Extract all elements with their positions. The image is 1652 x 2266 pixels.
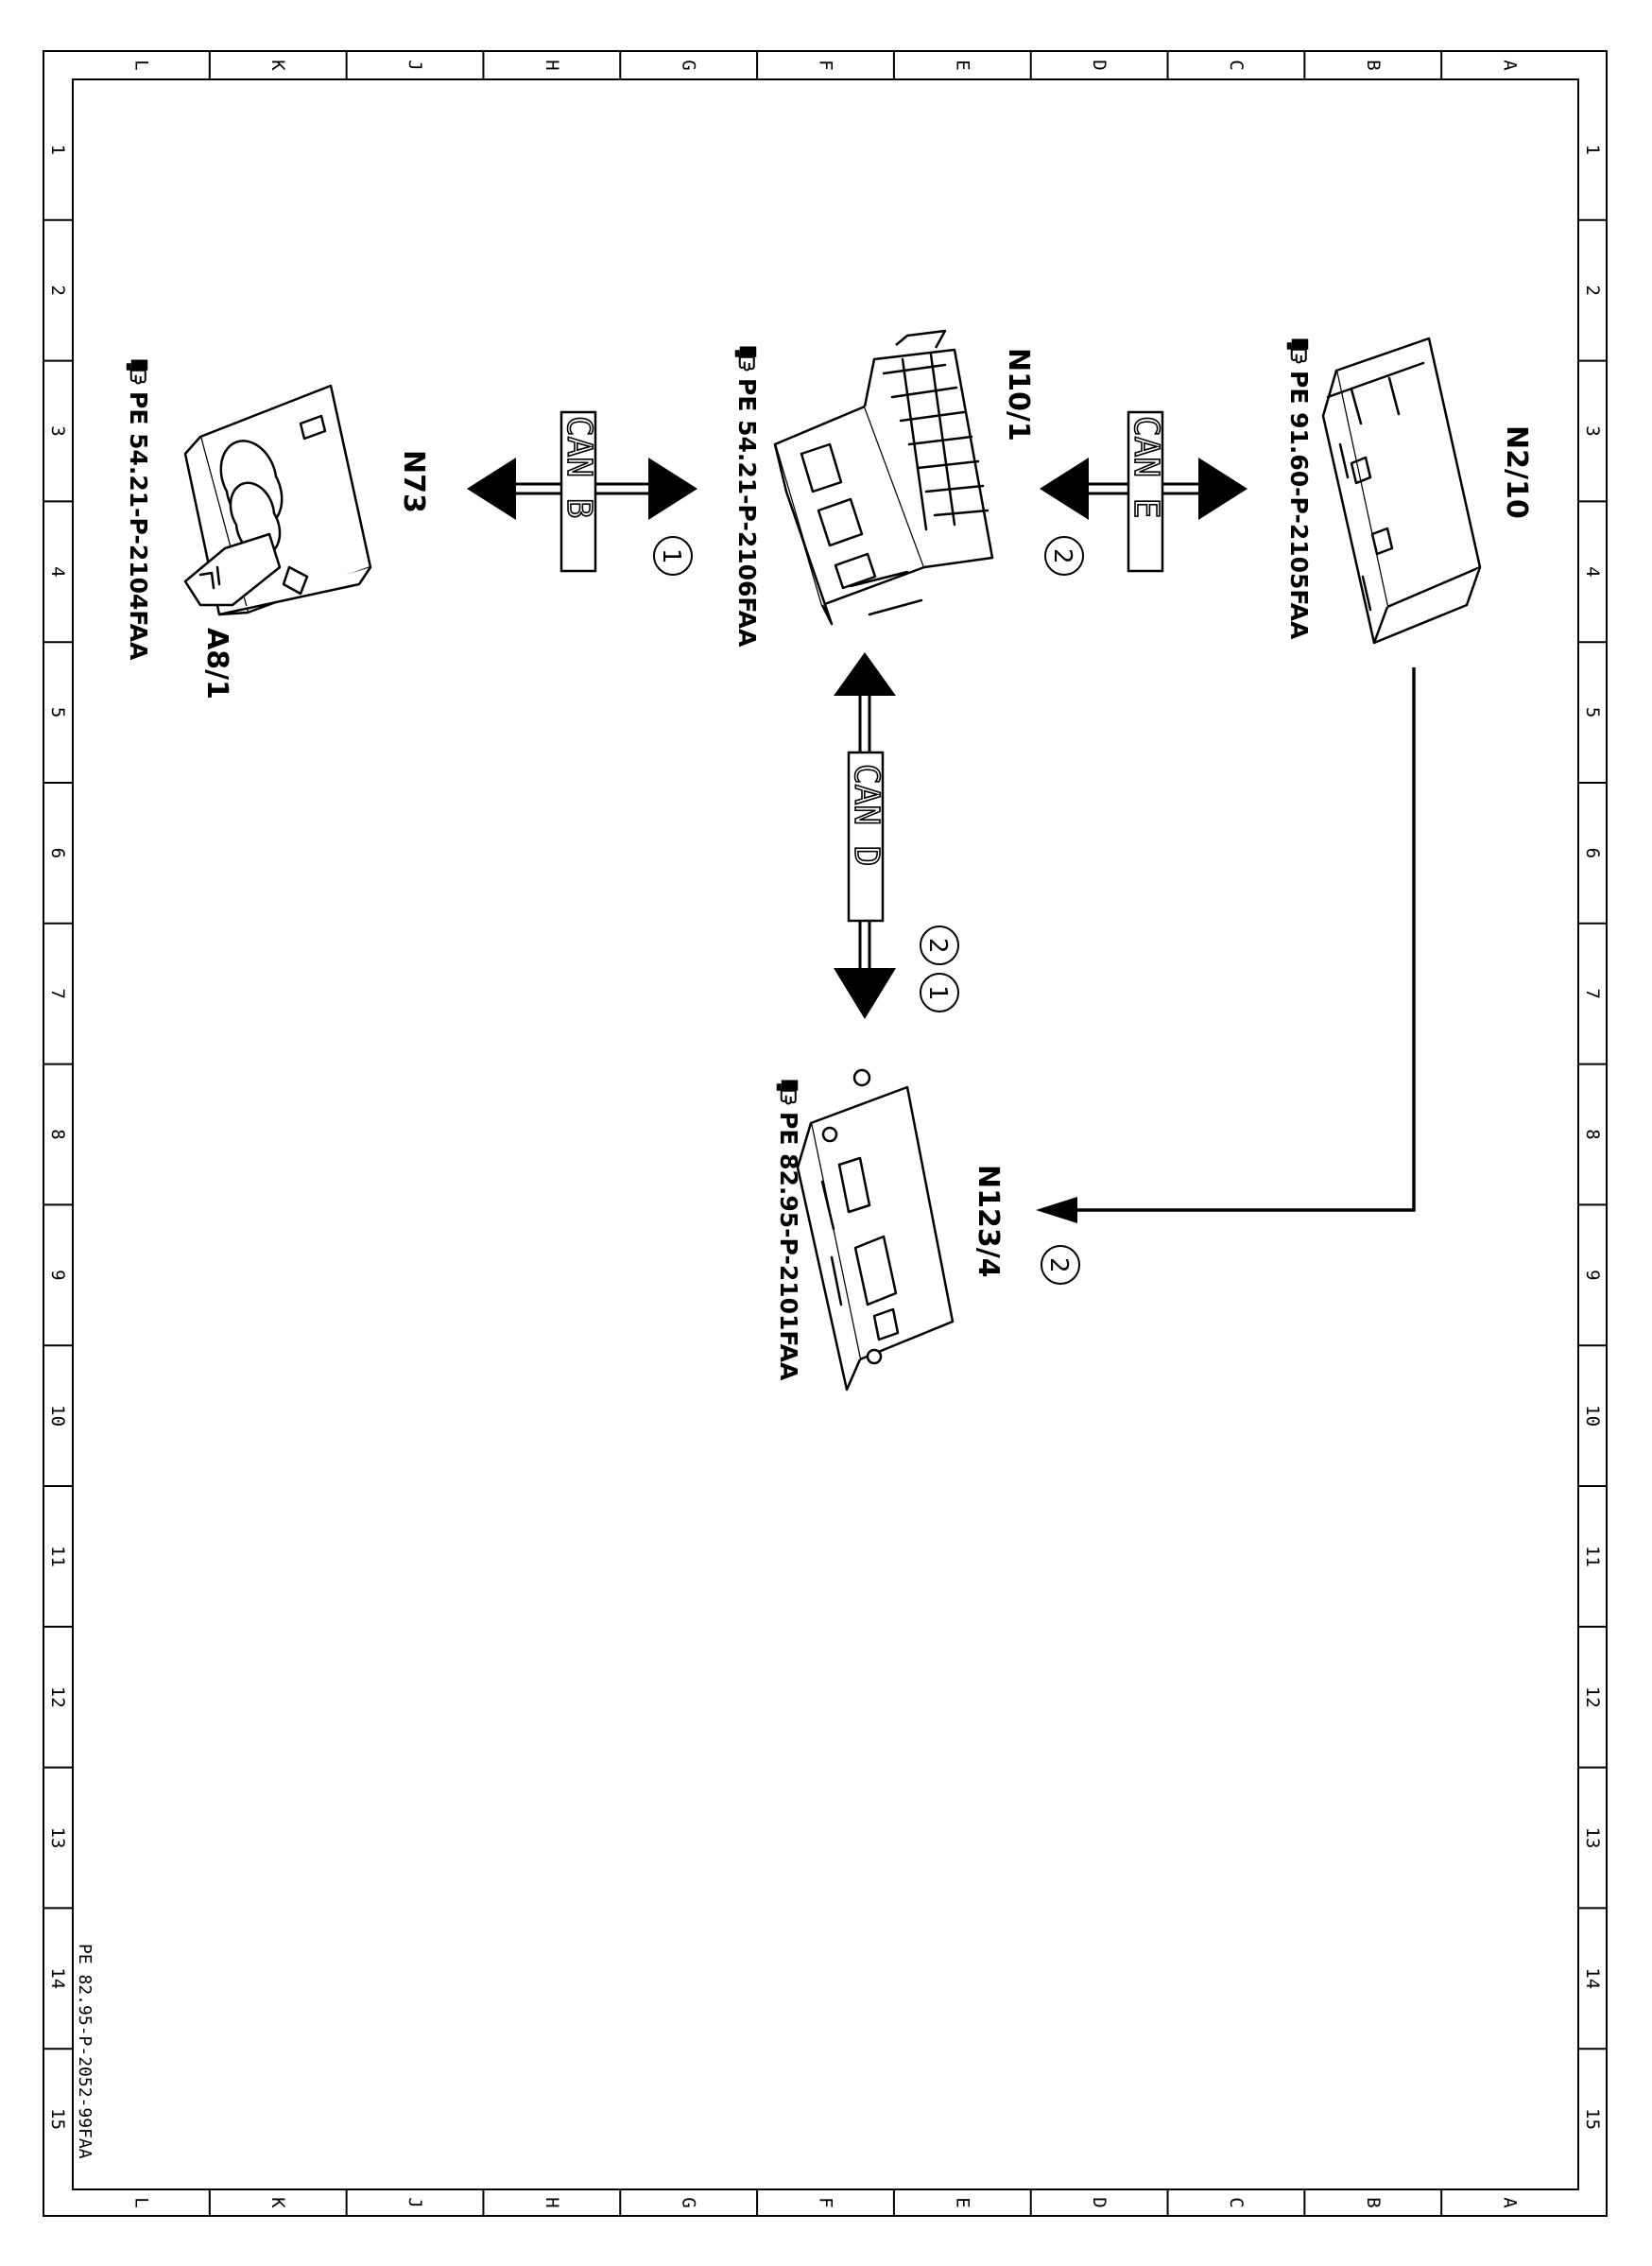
can-b-label: CAN B [559, 416, 598, 518]
grid-row-letter-bottom: G [679, 2197, 699, 2207]
grid-col-number-left: 2 [47, 285, 68, 295]
grid-row-letter-top: F [816, 60, 836, 70]
n10-1-reference-icon [733, 345, 758, 372]
inner-border [72, 78, 1579, 2190]
n123-4-reference: PE 82.95-P-2101FAA [775, 1112, 802, 1381]
grid-col-number-right: 12 [1582, 1687, 1603, 1708]
grid-col-number-left: 11 [47, 1546, 68, 1567]
grid-row-letter-bottom: H [542, 2197, 562, 2207]
grid-row-letter-bottom: E [952, 2197, 972, 2207]
n10-1-label: N10/1 [1002, 348, 1035, 441]
svg-text:1: 1 [923, 985, 952, 1001]
svg-text:2: 2 [1044, 1257, 1073, 1273]
a8-1-label: A8/1 [200, 628, 233, 700]
grid-col-number-left: 1 [47, 145, 68, 155]
grid-col-number-right: 3 [1582, 425, 1603, 436]
can-e-label: CAN E [1127, 416, 1165, 518]
grid-row-letter-top: C [1226, 60, 1247, 70]
grid-col-number-left: 14 [47, 1967, 68, 1989]
grid-ticks [43, 51, 1607, 2216]
grid-col-number-right: 5 [1582, 707, 1603, 718]
grid-row-letter-top: A [1500, 60, 1521, 71]
grid-col-number-right: 6 [1582, 848, 1603, 858]
grid-row-letter-top: G [679, 60, 699, 70]
n2-10-module-drawing [1321, 337, 1482, 645]
grid-row-letter-bottom: B [1363, 2197, 1384, 2207]
grid-col-number-right: 2 [1582, 285, 1603, 295]
document-id: PE 82.95-P-2052-99FAA [75, 1944, 95, 2159]
grid-col-number-right: 13 [1582, 1827, 1603, 1849]
grid-col-number-left: 12 [47, 1687, 68, 1708]
grid-row-letter-bottom: D [1089, 2197, 1110, 2207]
grid-row-letter-top: D [1089, 60, 1110, 70]
svg-text:2: 2 [1048, 548, 1076, 564]
n123-4-label: N123/4 [972, 1165, 1005, 1278]
svg-text:1: 1 [657, 548, 685, 564]
can-b-number-badge: 1 [653, 536, 693, 576]
n73-reference-icon [125, 358, 149, 385]
grid-col-number-left: 15 [47, 2108, 68, 2130]
grid-col-number-right: 1 [1582, 145, 1603, 155]
grid-col-number-left: 9 [47, 1270, 68, 1280]
can-e-number-badge: 2 [1044, 536, 1084, 576]
n73-reference: PE 54.21-P-2104FAA [125, 391, 152, 661]
n73-ignition-switch-drawing [183, 384, 372, 616]
can-e-connection [1040, 410, 1248, 573]
grid-col-number-left: 7 [47, 988, 68, 998]
can-d-number-badge-1: 2 [920, 925, 959, 965]
grid-row-letter-bottom: A [1500, 2197, 1521, 2208]
can-d-label: CAN D [847, 764, 886, 866]
grid-col-number-right: 11 [1582, 1546, 1603, 1567]
grid-col-number-left: 4 [47, 566, 68, 577]
can-d-number-badge-2: 1 [920, 973, 959, 1012]
outer-border [43, 50, 1608, 2217]
grid-row-letter-top: B [1363, 60, 1384, 70]
grid-col-number-left: 13 [47, 1827, 68, 1849]
n73-label: N73 [397, 450, 430, 513]
n2-10-reference: PE 91.60-P-2105FAA [1285, 371, 1313, 640]
grid-col-number-right: 10 [1582, 1405, 1603, 1427]
grid-row-letter-bottom: J [404, 2197, 425, 2207]
svg-text:2: 2 [923, 938, 952, 954]
grid-row-letter-bottom: K [267, 2197, 288, 2208]
can-b-connection [467, 410, 697, 573]
grid-row-letter-bottom: F [816, 2197, 836, 2207]
grid-col-number-right: 15 [1582, 2108, 1603, 2130]
can-d-connection [834, 652, 896, 1019]
grid-row-letter-top: K [267, 60, 288, 71]
grid-col-number-right: 9 [1582, 1270, 1603, 1280]
n123-4-reference-icon [775, 1079, 800, 1105]
n123-4-module-drawing [796, 1068, 955, 1392]
grid-row-letter-top: J [404, 60, 425, 70]
n2-10-label: N2/10 [1500, 425, 1533, 519]
grid-row-letter-top: H [542, 60, 562, 70]
grid-col-number-left: 10 [47, 1405, 68, 1427]
grid-row-letter-top: E [952, 60, 972, 70]
grid-col-number-left: 3 [47, 425, 68, 436]
grid-col-number-left: 5 [47, 707, 68, 718]
grid-col-number-right: 7 [1582, 988, 1603, 998]
n10-1-reference: PE 54.21-P-2106FAA [733, 378, 761, 648]
grid-col-number-left: 8 [47, 1129, 68, 1139]
grid-row-letter-bottom: L [130, 2197, 151, 2207]
direct-connection-number-badge: 2 [1041, 1245, 1080, 1285]
direct-connection-line [1036, 667, 1416, 1223]
grid-row-letter-bottom: C [1226, 2197, 1247, 2207]
n2-10-reference-icon [1285, 337, 1310, 364]
grid-col-number-right: 14 [1582, 1967, 1603, 1989]
n10-1-module-drawing [773, 329, 994, 626]
grid-row-letter-top: L [130, 60, 151, 70]
grid-col-number-right: 8 [1582, 1129, 1603, 1139]
grid-col-number-right: 4 [1582, 566, 1603, 577]
grid-col-number-left: 6 [47, 848, 68, 858]
